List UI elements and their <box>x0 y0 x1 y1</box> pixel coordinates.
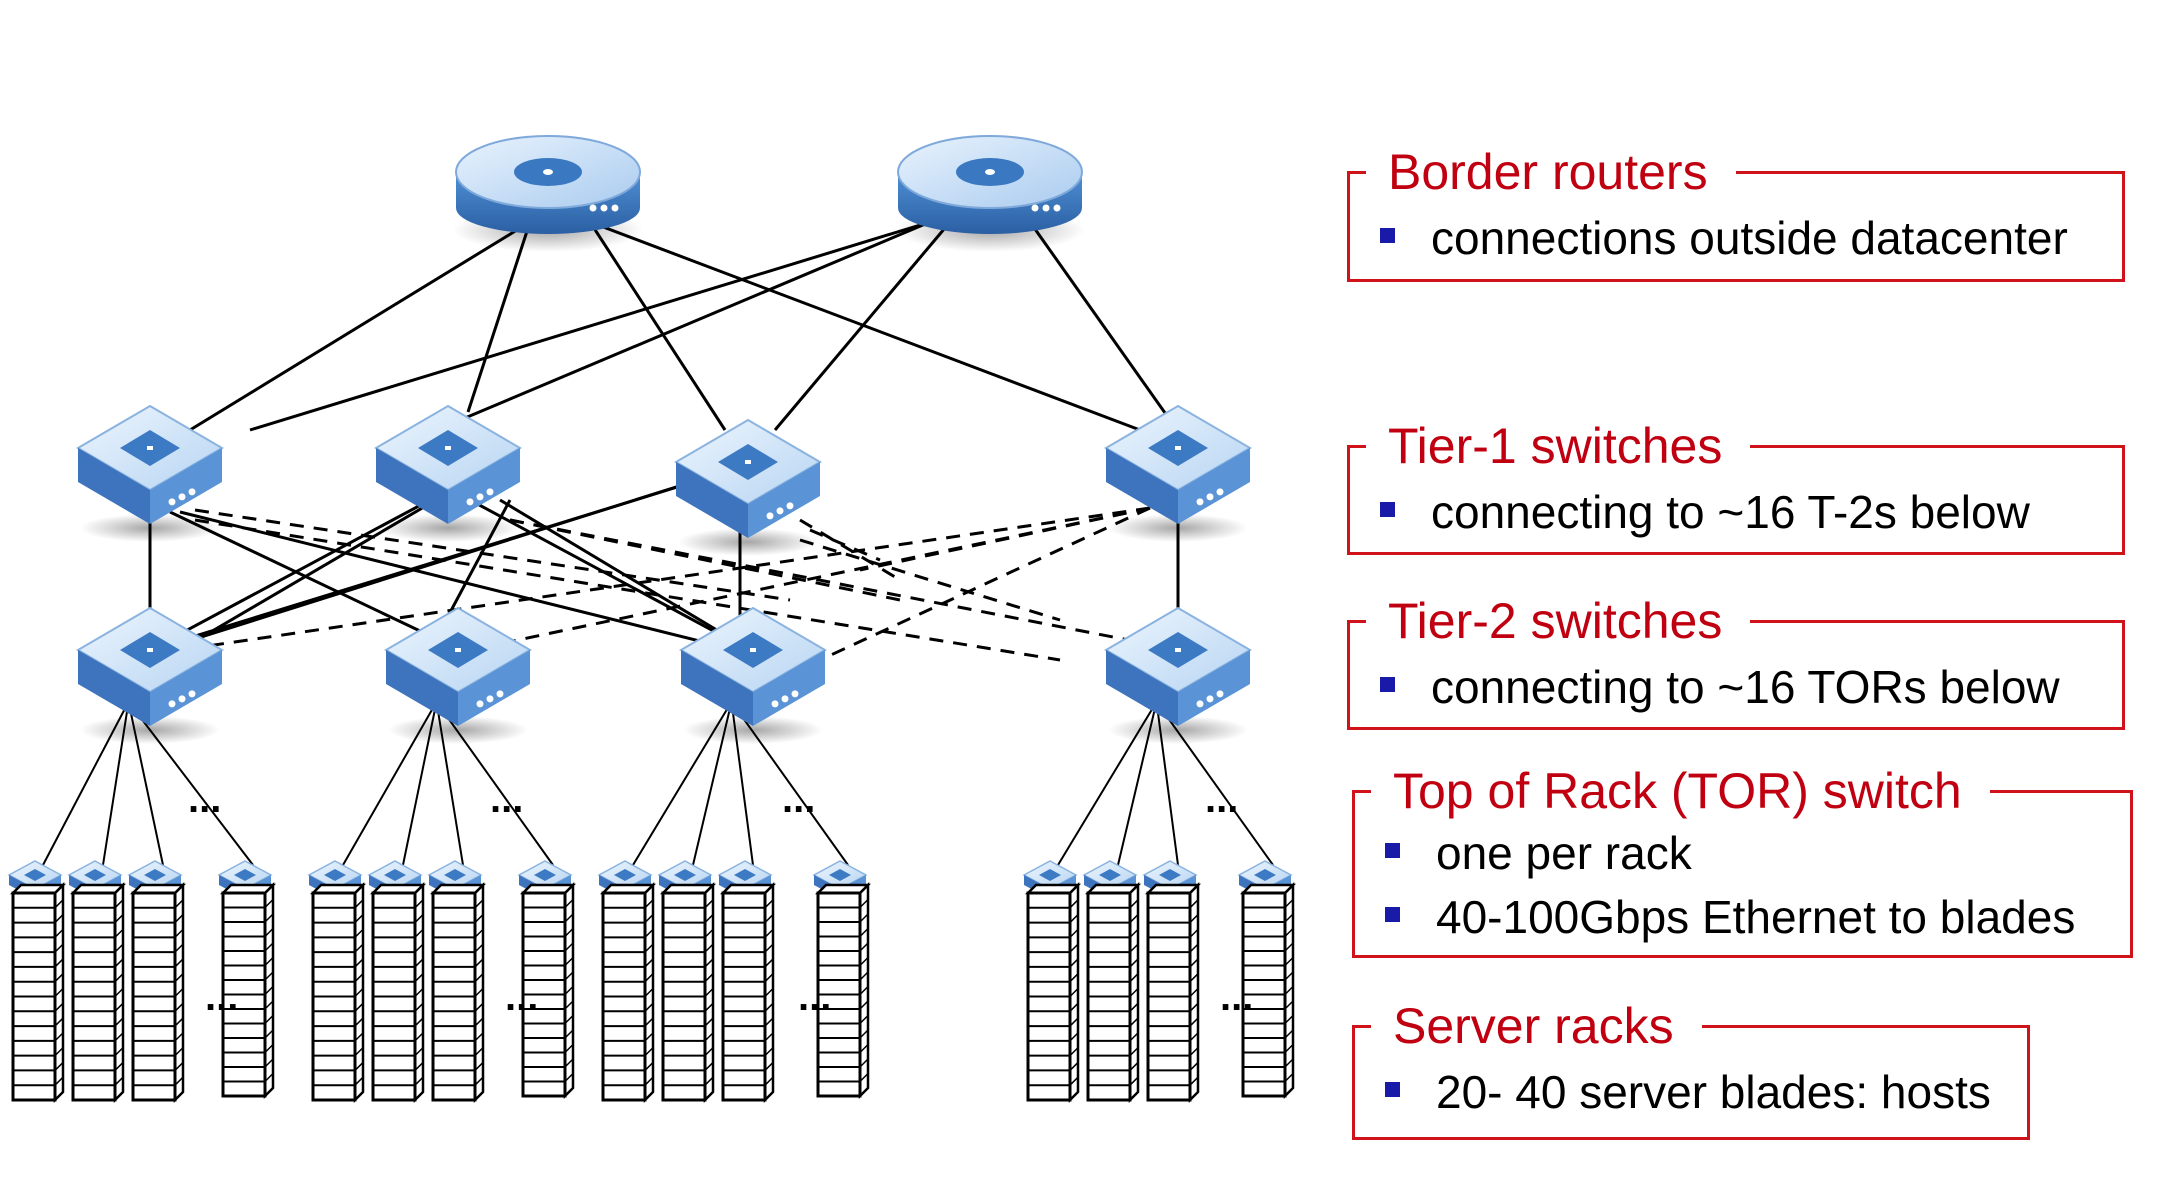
legend-item: 20- 40 server blades: hosts <box>1385 1064 1991 1120</box>
legend-item: connecting to ~16 T-2s below <box>1380 484 2030 540</box>
ellipsis-mark: ... <box>1205 777 1238 821</box>
network-link <box>189 220 531 432</box>
server-rack-icon <box>814 881 872 1100</box>
server-rack-icon <box>1084 881 1142 1104</box>
server-rack-icon <box>659 881 717 1104</box>
network-link <box>179 510 761 658</box>
network-link <box>509 518 901 602</box>
switch-icon <box>76 404 224 542</box>
network-link <box>169 510 461 652</box>
server-racks <box>9 881 1297 1104</box>
switch-icon <box>76 606 224 744</box>
legend-title-tier1-switches: Tier-1 switches <box>1366 416 1751 476</box>
bullet-icon <box>1380 677 1395 693</box>
network-link <box>1028 221 1172 421</box>
network-link <box>194 518 1061 662</box>
router-icon <box>453 135 643 252</box>
server-rack-icon <box>519 881 577 1100</box>
network-link <box>588 221 727 431</box>
server-rack-icon <box>9 881 67 1104</box>
legend-title-border-routers: Border routers <box>1366 142 1736 202</box>
network-link <box>466 221 532 413</box>
ellipsis-mark: ... <box>1220 975 1253 1019</box>
legend-border-routers: Border routers connections outside datac… <box>1347 142 2125 282</box>
legend-item: connecting to ~16 TORs below <box>1380 659 2060 715</box>
ellipsis-marks: ........................ <box>188 777 1253 1019</box>
legend-tor-switch: Top of Rack (TOR) switch one per rack 40… <box>1352 761 2133 958</box>
network-link <box>809 528 881 562</box>
bullet-icon <box>1380 502 1395 518</box>
ellipsis-mark: ... <box>490 777 523 821</box>
network-link <box>799 538 1061 622</box>
network-link <box>194 508 791 602</box>
legend-title-tor-switch: Top of Rack (TOR) switch <box>1371 761 1990 821</box>
switch-icon <box>384 606 532 744</box>
server-rack-icon <box>129 881 187 1104</box>
network-link <box>799 518 901 582</box>
legend-tier2-switches: Tier-2 switches connecting to ~16 TORs b… <box>1347 591 2125 730</box>
network-link <box>589 220 1141 432</box>
router-icon <box>895 135 1085 252</box>
legend-item: one per rack <box>1385 825 1692 881</box>
network-links <box>42 220 1274 866</box>
legend-item: connections outside datacenter <box>1380 210 2068 266</box>
switch-icon <box>679 606 827 744</box>
tor-switch-icon <box>1022 860 1078 899</box>
bullet-icon <box>1385 907 1400 923</box>
network-link <box>249 220 931 432</box>
legend-server-racks: Server racks 20- 40 server blades: hosts <box>1352 996 2030 1140</box>
switch-icon <box>1104 404 1252 542</box>
ellipsis-mark: ... <box>782 777 815 821</box>
switch-icon <box>374 404 522 542</box>
bullet-icon <box>1385 843 1400 859</box>
server-rack-icon <box>1144 881 1202 1104</box>
network-link <box>773 221 952 431</box>
bullet-icon <box>1385 1082 1400 1098</box>
switch-icon <box>674 418 822 556</box>
legend-title-tier2-switches: Tier-2 switches <box>1366 591 1751 651</box>
network-link <box>179 506 1151 652</box>
legend-item: 40-100Gbps Ethernet to blades <box>1385 889 2075 945</box>
network-link <box>819 506 1151 662</box>
network-link <box>464 220 931 420</box>
server-rack-icon <box>219 881 277 1100</box>
server-rack-icon <box>719 881 777 1104</box>
network-link <box>509 518 1181 652</box>
ellipsis-mark: ... <box>205 975 238 1019</box>
ellipsis-mark: ... <box>188 777 221 821</box>
server-rack-icon <box>69 881 127 1104</box>
server-rack-icon <box>1239 881 1297 1100</box>
network-link <box>469 498 761 658</box>
server-rack-icon <box>429 881 487 1104</box>
server-rack-icon <box>1024 881 1082 1104</box>
ellipsis-mark: ... <box>798 975 831 1019</box>
legend-title-server-racks: Server racks <box>1371 996 1702 1056</box>
network-devices <box>7 135 1293 899</box>
switch-icon <box>1104 606 1252 744</box>
network-link <box>469 506 1151 652</box>
legend-tier1-switches: Tier-1 switches connecting to ~16 T-2s b… <box>1347 416 2125 555</box>
ellipsis-mark: ... <box>505 975 538 1019</box>
bullet-icon <box>1380 228 1395 244</box>
server-rack-icon <box>369 881 427 1104</box>
server-rack-icon <box>599 881 657 1104</box>
server-rack-icon <box>309 881 367 1104</box>
